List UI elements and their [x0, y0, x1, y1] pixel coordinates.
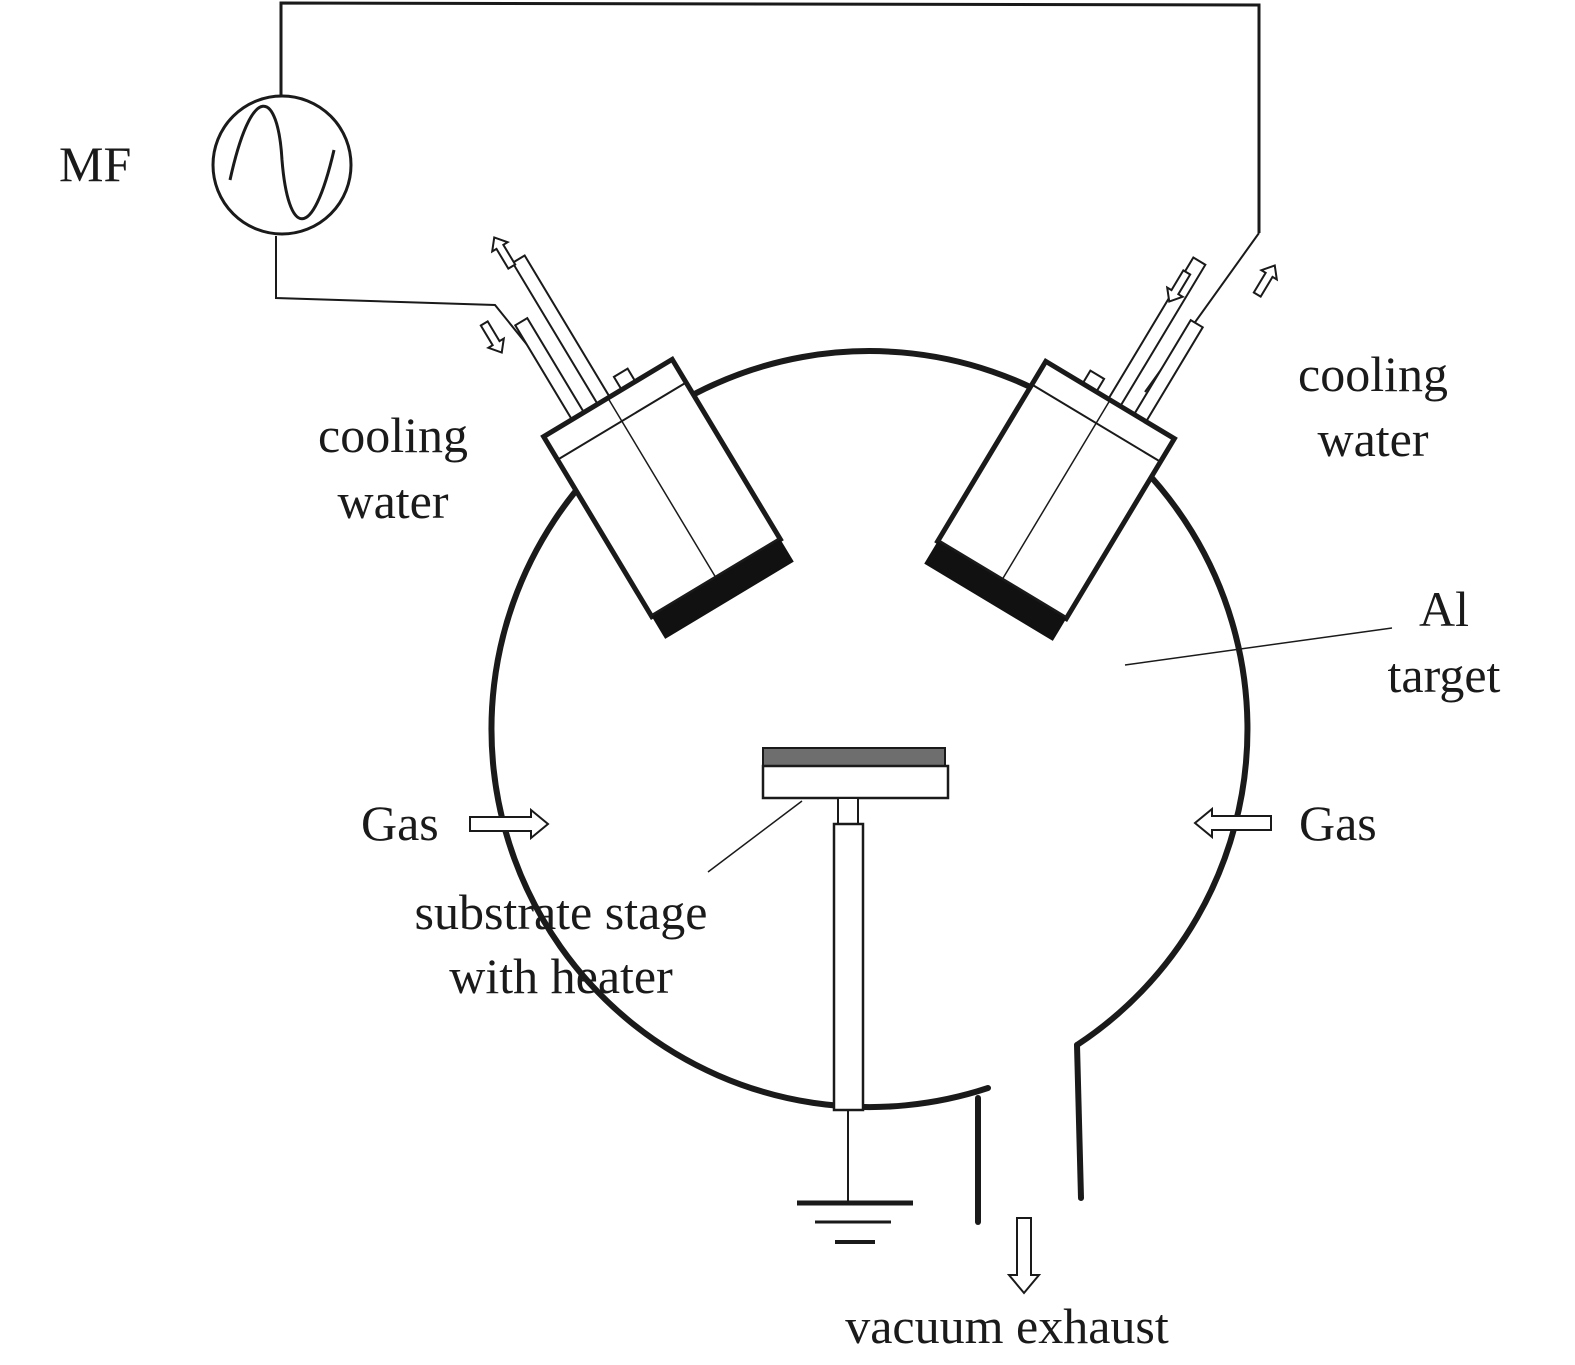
gas-label-left: Gas — [361, 795, 439, 851]
cooling-water-right-line1: cooling — [1298, 346, 1448, 402]
ac-source-icon — [211, 94, 353, 236]
cooling-water-left-line1: cooling — [318, 407, 468, 463]
outflow-arrow-icon — [1252, 264, 1279, 299]
right-magnetron — [924, 256, 1207, 641]
substrate-stage-label-line2: with heater — [449, 948, 673, 1004]
outflow-arrow-icon — [490, 236, 517, 271]
exhaust-pipe-right — [1074, 1042, 1084, 1201]
cooling-arrows-left — [479, 236, 517, 354]
chamber-wall — [488, 348, 1251, 1110]
exhaust-arrow-icon — [1006, 1217, 1042, 1295]
cooling-water-right-line2: water — [1317, 411, 1428, 467]
mf-label: MF — [59, 136, 131, 192]
cooling-arrows-right — [1165, 264, 1279, 303]
al-target-label-line2: target — [1388, 647, 1501, 703]
inflow-arrow-icon — [479, 319, 506, 354]
substrate-layer — [762, 747, 946, 767]
stage-plate — [761, 764, 950, 800]
cooling-water-left-line2: water — [337, 473, 448, 529]
inflow-arrow-icon — [1165, 268, 1192, 303]
ground-icon — [797, 1110, 913, 1244]
substrate-stage-label-line1: substrate stage — [415, 884, 708, 940]
al-target-left — [651, 539, 794, 639]
power-wiring — [275, 1, 1261, 393]
gas-inlet-arrow-right-icon — [1193, 806, 1272, 840]
stage-leader-line — [707, 800, 803, 873]
stage-shaft — [832, 822, 865, 1112]
al-target-right — [924, 541, 1067, 641]
substrate-stage — [761, 747, 950, 1112]
stage-neck — [837, 797, 859, 825]
vacuum-exhaust-label: vacuum exhaust — [845, 1298, 1169, 1354]
left-magnetron — [511, 254, 794, 639]
wire-top — [279, 1, 1261, 233]
gas-inlet-arrow-left-icon — [469, 807, 550, 841]
al-target-label-line1: Al — [1419, 581, 1469, 637]
gas-label-right: Gas — [1299, 795, 1377, 851]
target-leader-line — [1124, 627, 1393, 666]
vacuum-chamber — [488, 348, 1251, 1225]
